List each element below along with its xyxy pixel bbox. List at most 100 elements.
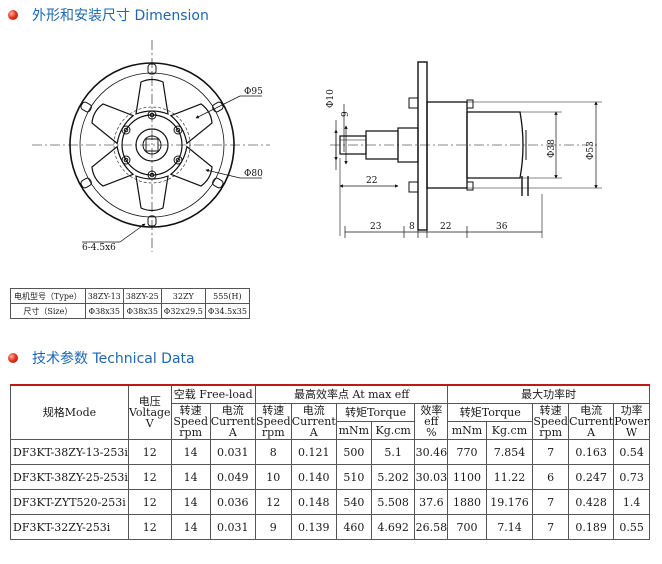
- front-view: [32, 40, 270, 252]
- type-cell: 38ZY-13: [84, 288, 124, 304]
- header-model: 规格Mode: [10, 384, 129, 440]
- cell-pow-current: 0.428: [568, 489, 615, 515]
- type-row: 电机型号（Type） 38ZY-13 38ZY-25 32ZY 555(H): [10, 288, 250, 304]
- size-cell: Φ38x35: [122, 303, 162, 319]
- cell-eff-speed: 9: [254, 514, 292, 540]
- cell-pow-power: 1.4: [613, 489, 650, 515]
- spoke-windows: [91, 78, 213, 212]
- type-size-table: 电机型号（Type） 38ZY-13 38ZY-25 32ZY 555(H) 尺…: [10, 288, 250, 319]
- red-bullet-icon: [8, 10, 18, 20]
- cell-pow-speed: 6: [532, 464, 570, 490]
- cell-pow-power: 0.54: [613, 439, 650, 465]
- label-phi38: Φ38: [547, 139, 557, 158]
- cell-pow-mnm: 700: [447, 514, 487, 540]
- cell-free-speed: 14: [170, 489, 211, 515]
- cell-free-speed: 14: [170, 439, 211, 465]
- label-holes: 6-4.5x6: [82, 243, 116, 253]
- cell-model: DF3KT-38ZY-13-253i: [10, 439, 129, 465]
- size-cell: Φ32x29.5: [160, 303, 206, 319]
- cell-eff-current: 0.140: [290, 464, 337, 490]
- header-pow-torque: 转矩Torque: [447, 403, 534, 422]
- cell-pow-kgcm: 19.176: [485, 489, 534, 515]
- type-cell: 38ZY-25: [122, 288, 162, 304]
- cell-free-current: 0.031: [209, 514, 256, 540]
- type-label: 电机型号（Type）: [10, 288, 86, 304]
- header-voltage: 电压 Voltage V: [127, 384, 172, 440]
- table-row: DF3KT-ZYT520-253i 12 14 0.036 12 0.148 5…: [10, 489, 650, 515]
- side-view: [330, 61, 602, 238]
- flange-plate: [417, 61, 428, 231]
- cell-free-current: 0.036: [209, 489, 256, 515]
- header-row-1: 规格Mode 电压 Voltage V 空载 Free-load 最高效率点 A…: [10, 384, 650, 440]
- cell-eff-mnm: 540: [335, 489, 372, 515]
- cell-pow-power: 0.55: [613, 514, 650, 540]
- cell-voltage: 12: [127, 514, 172, 540]
- label-9: 9: [341, 111, 351, 117]
- cell-pow-speed: 7: [532, 439, 570, 465]
- outer-ring: [69, 62, 235, 228]
- cell-voltage: 12: [127, 464, 172, 490]
- dimension-title-text: 外形和安装尺寸 Dimension: [32, 8, 209, 24]
- label-phi53: Φ53: [586, 141, 596, 160]
- cell-eff-speed: 8: [254, 439, 292, 465]
- label-phi80: Φ80: [244, 169, 263, 179]
- cell-eff-current: 0.139: [290, 514, 337, 540]
- label-8: 8: [409, 222, 415, 232]
- cell-eff-kgcm: 4.692: [370, 514, 416, 540]
- cell-free-speed: 14: [170, 464, 211, 490]
- cell-eff-pct: 30.46: [414, 439, 449, 465]
- cell-eff-pct: 37.6: [414, 489, 449, 515]
- table-row: DF3KT-32ZY-253i 12 14 0.031 9 0.139 460 …: [10, 514, 650, 540]
- size-cell: Φ34.5x35: [204, 303, 250, 319]
- cell-eff-mnm: 510: [335, 464, 372, 490]
- cell-pow-power: 0.73: [613, 464, 650, 490]
- cell-voltage: 12: [127, 489, 172, 515]
- header-pow-mnm: mNm: [447, 421, 487, 440]
- cell-eff-pct: 30.03: [414, 464, 449, 490]
- cell-eff-pct: 26.58: [414, 514, 449, 540]
- dimension-drawing: Φ95 Φ80 6-4.5x6: [32, 40, 602, 253]
- cell-pow-current: 0.163: [568, 439, 615, 465]
- cell-model: DF3KT-32ZY-253i: [10, 514, 129, 540]
- cell-free-current: 0.031: [209, 439, 256, 465]
- hub-screw-holes: [121, 110, 183, 180]
- cell-model: DF3KT-38ZY-25-253i: [10, 464, 129, 490]
- label-22-shaft: 22: [366, 176, 377, 186]
- type-cell: 555(H): [204, 288, 250, 304]
- cell-pow-mnm: 1880: [447, 489, 487, 515]
- cell-free-speed: 14: [170, 514, 211, 540]
- cell-eff-kgcm: 5.202: [370, 464, 416, 490]
- cell-pow-current: 0.189: [568, 514, 615, 540]
- cell-free-current: 0.049: [209, 464, 256, 490]
- cell-pow-mnm: 770: [447, 439, 487, 465]
- cell-eff-kgcm: 5.508: [370, 489, 416, 515]
- cell-pow-kgcm: 11.22: [485, 464, 534, 490]
- output-shaft: [339, 135, 367, 155]
- header-max-eff: 最高效率点 At max eff: [254, 384, 449, 404]
- header-row-3: mNm Kg.cm mNm Kg.cm: [11, 421, 650, 440]
- cell-pow-speed: 7: [532, 514, 570, 540]
- header-pow-kgcm: Kg.cm: [485, 421, 534, 440]
- cell-model: DF3KT-ZYT520-253i: [10, 489, 129, 515]
- label-23: 23: [370, 222, 382, 232]
- type-cell: 32ZY: [160, 288, 206, 304]
- technical-data-table: 规格Mode 电压 Voltage V 空载 Free-load 最高效率点 A…: [10, 384, 650, 540]
- red-bullet-icon: [8, 353, 18, 363]
- dimension-section-title: 外形和安装尺寸 Dimension: [8, 5, 209, 25]
- cell-eff-kgcm: 5.1: [370, 439, 416, 465]
- header-eff-mnm: mNm: [335, 421, 372, 440]
- table-row: DF3KT-38ZY-25-253i 12 14 0.049 10 0.140 …: [10, 464, 650, 490]
- cell-eff-mnm: 460: [335, 514, 372, 540]
- mounting-slots: [80, 63, 224, 227]
- cell-pow-current: 0.247: [568, 464, 615, 490]
- label-36: 36: [496, 222, 508, 232]
- size-cell: Φ38x35: [84, 303, 124, 319]
- table-row: DF3KT-38ZY-13-253i 12 14 0.031 8 0.121 5…: [10, 439, 650, 465]
- cell-pow-speed: 7: [532, 489, 570, 515]
